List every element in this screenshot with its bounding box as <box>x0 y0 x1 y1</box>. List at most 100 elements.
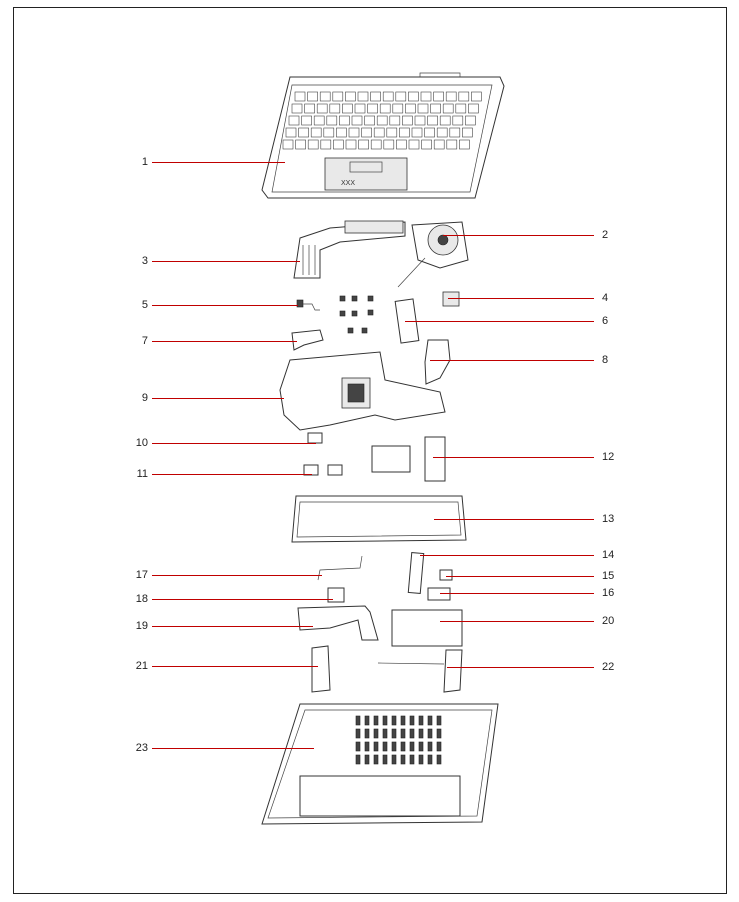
part-18 <box>327 587 345 603</box>
vent-slot <box>418 728 424 739</box>
part-17-cable <box>317 555 363 581</box>
keyboard-key <box>285 127 297 138</box>
callout-number-21: 21 <box>135 660 148 672</box>
keyboard-key <box>465 115 476 126</box>
leader-line-11 <box>152 474 312 475</box>
keyboard-key <box>333 139 344 150</box>
keyboard-key <box>405 103 416 114</box>
keyboard-key <box>436 127 448 138</box>
leader-line-4 <box>448 298 594 299</box>
palmrest-logo-text: XXX <box>341 180 355 187</box>
leader-line-12 <box>433 457 594 458</box>
part-11b <box>327 464 343 476</box>
leader-line-3 <box>152 261 300 262</box>
callout-number-13: 13 <box>602 513 615 525</box>
vent-slot <box>400 754 406 765</box>
leader-line-17 <box>152 575 322 576</box>
callout-number-1: 1 <box>141 156 148 168</box>
vent-slot <box>382 728 388 739</box>
part-15 <box>439 569 453 581</box>
keyboard-key <box>295 139 306 150</box>
vent-slot <box>409 741 415 752</box>
vent-slot <box>400 715 406 726</box>
part-23-bottom-cover <box>261 703 499 825</box>
callout-number-17: 17 <box>135 569 148 581</box>
leader-line-5 <box>152 305 298 306</box>
part-14 <box>407 552 425 594</box>
keyboard-key <box>342 103 353 114</box>
keyboard-key <box>452 115 464 126</box>
callout-number-14: 14 <box>602 549 615 561</box>
part-5 <box>296 299 320 311</box>
vent-slot <box>364 715 370 726</box>
thermal-pads <box>339 295 374 334</box>
part-19 <box>297 605 379 641</box>
callout-number-2: 2 <box>602 229 609 241</box>
leader-line-1 <box>152 162 285 163</box>
keyboard-key <box>433 91 444 102</box>
vent-slot <box>418 754 424 765</box>
vent-slot <box>382 741 388 752</box>
keyboard-key <box>336 127 347 138</box>
vent-slot <box>364 754 370 765</box>
keyboard-key <box>332 91 344 102</box>
keyboard-key <box>358 139 369 150</box>
leader-line-14 <box>420 555 594 556</box>
keyboard-key <box>323 127 335 138</box>
keyboard-key <box>307 91 318 102</box>
vent-slot <box>391 741 397 752</box>
keyboard-key <box>361 127 372 138</box>
vent-slot <box>373 715 379 726</box>
part-8 <box>424 339 451 385</box>
vent-slot <box>382 715 388 726</box>
callout-number-20: 20 <box>602 615 615 627</box>
callout-number-16: 16 <box>602 587 615 599</box>
part-7 <box>291 329 324 351</box>
vent-slot <box>373 728 379 739</box>
vent-slot <box>355 715 361 726</box>
keyboard-key <box>446 139 458 150</box>
part-21-speaker-left <box>311 645 331 693</box>
leader-line-21 <box>152 666 318 667</box>
callout-number-18: 18 <box>135 593 148 605</box>
keyboard-key <box>382 91 394 102</box>
leader-line-13 <box>434 519 594 520</box>
callout-number-8: 8 <box>602 354 609 366</box>
vent-slot <box>391 728 397 739</box>
leader-line-8 <box>430 360 594 361</box>
callout-number-15: 15 <box>602 570 615 582</box>
vent-slot <box>409 754 415 765</box>
keyboard-key <box>392 103 404 114</box>
vent-slot <box>373 754 379 765</box>
vent-slot <box>427 754 433 765</box>
callout-number-23: 23 <box>135 742 148 754</box>
keyboard-key <box>445 91 457 102</box>
keyboard-key <box>462 127 473 138</box>
callout-number-12: 12 <box>602 451 615 463</box>
vent-slot <box>364 728 370 739</box>
keyboard-key <box>430 103 441 114</box>
keyboard-key <box>414 115 426 126</box>
part-16 <box>427 587 451 601</box>
vent-slot <box>373 741 379 752</box>
part-20-touchpad <box>391 609 463 647</box>
keyboard-key <box>291 103 303 114</box>
keyboard-key <box>326 115 338 126</box>
keyboard-key <box>370 139 382 150</box>
keyboard-key <box>376 115 388 126</box>
keyboard-key <box>320 139 332 150</box>
keyboard-key <box>433 139 445 150</box>
keyboard-key <box>439 115 451 126</box>
keyboard-key <box>310 127 322 138</box>
callout-number-19: 19 <box>135 620 148 632</box>
keyboard-key <box>351 115 363 126</box>
callout-number-7: 7 <box>141 335 148 347</box>
vent-slot <box>391 754 397 765</box>
part-12-ssd <box>424 436 446 482</box>
keyboard-key <box>420 91 432 102</box>
callout-number-11: 11 <box>136 468 148 480</box>
keyboard-key <box>370 91 381 102</box>
part-13-battery <box>291 495 467 543</box>
leader-line-15 <box>446 576 594 577</box>
